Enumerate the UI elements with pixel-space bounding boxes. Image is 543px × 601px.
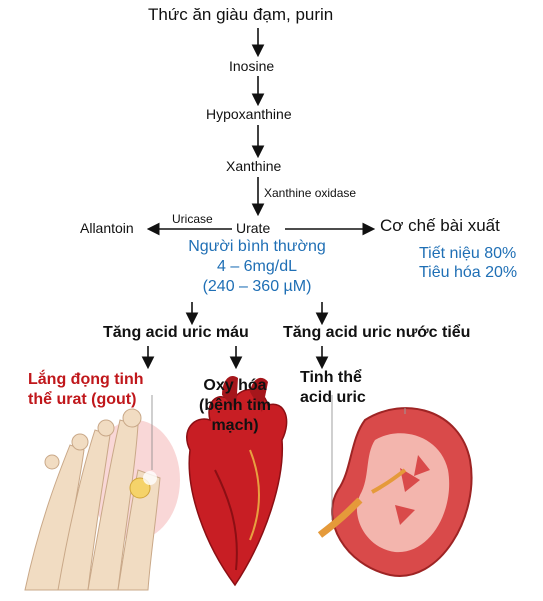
oxidation-label-line3: mạch) — [211, 417, 259, 434]
xanthine-oxidase-label: Xanthine oxidase — [264, 186, 357, 200]
blood-outcome: Tăng acid uric máu — [103, 324, 249, 341]
foot-bones-illustration — [24, 395, 180, 591]
xanthine-label: Xanthine — [226, 158, 282, 174]
normal-label: Người bình thường — [188, 238, 326, 255]
excretion-title: Cơ chế bài xuất — [380, 216, 500, 235]
hypoxanthine-label: Hypoxanthine — [206, 106, 292, 122]
crystal-label-line1: Tinh thể — [300, 369, 362, 386]
inosine-label: Inosine — [229, 58, 275, 74]
heart-illustration — [186, 375, 288, 587]
gout-label-line1: Lắng đọng tinh — [28, 371, 144, 388]
excretion-urinary: Tiết niệu 80% — [419, 245, 517, 262]
normal-range-mg: 4 – 6mg/dL — [216, 258, 298, 275]
normal-range-um: (240 – 360 µM) — [202, 278, 312, 295]
oxidation-label-line1: Oxy hóa — [203, 377, 267, 394]
oxidation-label-line2: (bệnh tim — [199, 397, 271, 414]
source-label: Thức ăn giàu đạm, purin — [148, 5, 334, 24]
allantoin-label: Allantoin — [80, 220, 134, 236]
excretion-digestive: Tiêu hóa 20% — [419, 264, 518, 281]
kidney-illustration — [317, 395, 473, 577]
uricase-label: Uricase — [172, 212, 213, 226]
gout-label-line2: thể urat (gout) — [28, 391, 137, 408]
urate-label: Urate — [236, 220, 271, 236]
crystal-label-line2: acid uric — [300, 389, 366, 406]
urine-outcome: Tăng acid uric nước tiểu — [283, 324, 471, 341]
